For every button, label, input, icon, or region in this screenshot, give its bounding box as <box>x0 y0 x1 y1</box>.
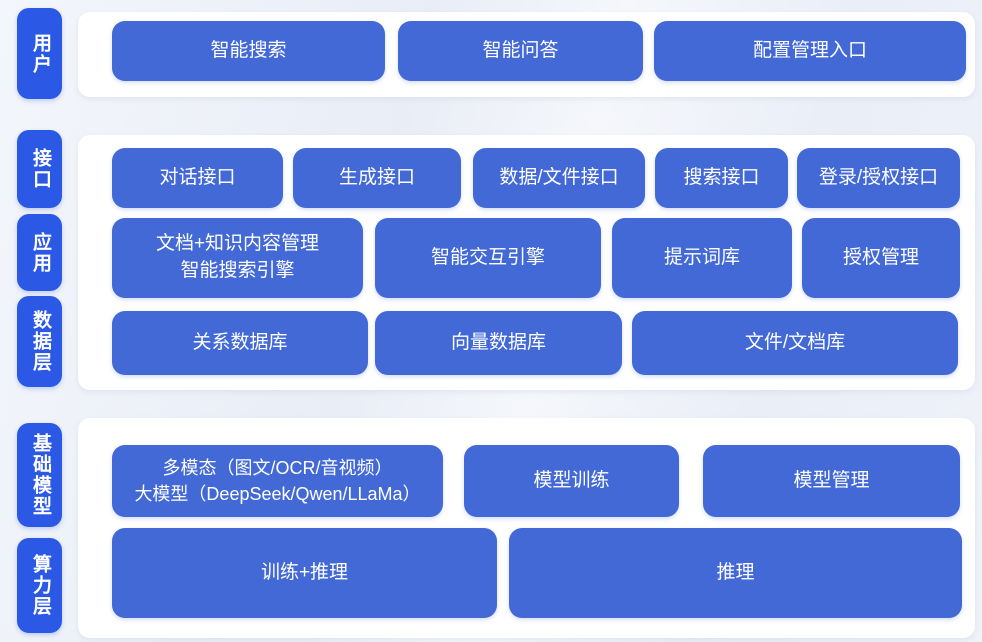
node-generation-api: 生成接口 <box>293 148 461 208</box>
node-intelligent-qa-label: 智能问答 <box>482 39 559 61</box>
node-multimodal-llm: 多模态（图文/OCR/音视频） 大模型（DeepSeek/Qwen/LLaMa） <box>112 445 443 517</box>
node-file-document-store-label: 文件/文档库 <box>744 331 846 353</box>
node-prompt-library: 提示词库 <box>612 218 792 298</box>
rail-user-label: 用户 <box>29 32 51 75</box>
node-relational-database-label: 关系数据库 <box>192 331 288 353</box>
node-login-auth-api-label: 登录/授权接口 <box>818 166 939 188</box>
node-prompt-library-label: 提示词库 <box>663 246 740 268</box>
rail-compute-layer-label: 算力层 <box>29 554 51 617</box>
node-doc-knowledge-search-engine: 文档+知识内容管理 智能搜索引擎 <box>112 218 363 298</box>
node-model-management: 模型管理 <box>703 445 960 517</box>
node-data-file-api: 数据/文件接口 <box>473 148 645 208</box>
node-login-auth-api: 登录/授权接口 <box>797 148 960 208</box>
rail-foundation-model-label: 基础模型 <box>29 433 51 517</box>
node-inference-label: 推理 <box>716 561 755 583</box>
node-authorization-management-label: 授权管理 <box>842 246 919 268</box>
node-search-api-label: 搜索接口 <box>683 166 760 188</box>
rail-data-layer: 数据层 <box>17 296 62 387</box>
node-generation-api-label: 生成接口 <box>338 166 415 188</box>
node-intelligent-interaction-engine: 智能交互引擎 <box>375 218 601 298</box>
rail-interface: 接口 <box>17 130 62 208</box>
rail-application-label: 应用 <box>29 231 51 274</box>
node-training-plus-inference-label: 训练+推理 <box>260 561 349 583</box>
node-relational-database: 关系数据库 <box>112 311 368 375</box>
rail-foundation-model: 基础模型 <box>17 423 62 527</box>
node-doc-knowledge-search-engine-label: 文档+知识内容管理 智能搜索引擎 <box>155 233 320 281</box>
node-model-training-label: 模型训练 <box>533 469 610 491</box>
node-file-document-store: 文件/文档库 <box>632 311 958 375</box>
node-data-file-api-label: 数据/文件接口 <box>499 166 619 188</box>
rail-user: 用户 <box>17 8 62 99</box>
node-training-plus-inference: 训练+推理 <box>112 528 497 618</box>
rail-compute-layer: 算力层 <box>17 538 62 633</box>
node-vector-database: 向量数据库 <box>375 311 622 375</box>
node-intelligent-qa: 智能问答 <box>398 21 643 81</box>
rail-application: 应用 <box>17 214 62 291</box>
node-model-training: 模型训练 <box>464 445 679 517</box>
node-search-api: 搜索接口 <box>655 148 788 208</box>
node-vector-database-label: 向量数据库 <box>450 331 546 353</box>
node-authorization-management: 授权管理 <box>802 218 960 298</box>
node-intelligent-search: 智能搜索 <box>112 21 385 81</box>
node-intelligent-search-label: 智能搜索 <box>210 39 287 61</box>
node-intelligent-interaction-engine-label: 智能交互引擎 <box>430 246 545 268</box>
rail-data-layer-label: 数据层 <box>29 310 51 373</box>
rail-interface-label: 接口 <box>29 148 51 190</box>
node-multimodal-llm-label: 多模态（图文/OCR/音视频） 大模型（DeepSeek/Qwen/LLaMa） <box>134 457 421 504</box>
node-config-management-entry-label: 配置管理入口 <box>752 39 867 61</box>
node-model-management-label: 模型管理 <box>793 469 870 491</box>
node-inference: 推理 <box>509 528 962 618</box>
node-dialog-api: 对话接口 <box>112 148 283 208</box>
node-config-management-entry: 配置管理入口 <box>654 21 966 81</box>
node-dialog-api-label: 对话接口 <box>159 166 236 188</box>
